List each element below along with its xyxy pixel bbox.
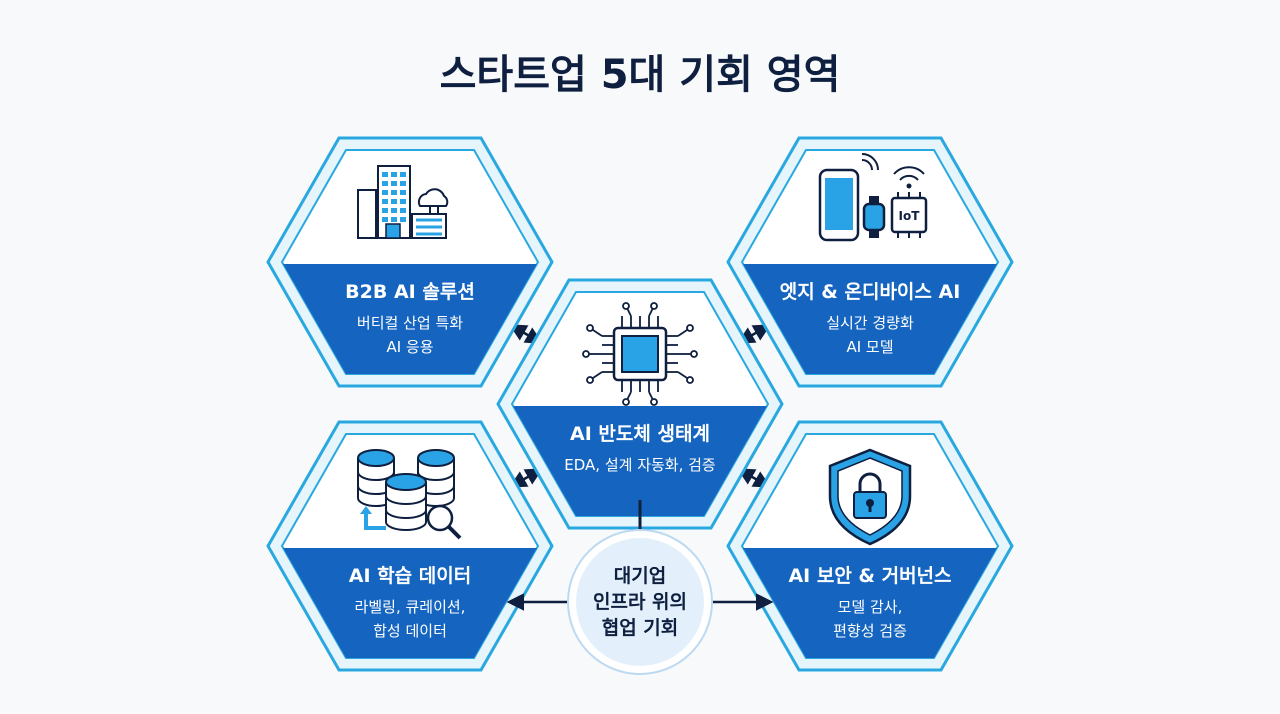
hex-semi: AI 반도체 생태계 EDA, 설계 자동화, 검증 — [496, 278, 784, 530]
hex-title: AI 학습 데이터 — [349, 565, 471, 587]
office-building-icon — [357, 165, 449, 239]
hex-title: AI 반도체 생태계 — [570, 423, 710, 445]
hex-subtitle-line: 모델 감사, — [838, 598, 903, 616]
shield-lock-icon — [828, 448, 912, 546]
iot-label: IoT — [899, 209, 921, 223]
center-circle: 대기업 인프라 위의 협업 기회 — [567, 529, 713, 675]
edge-devices-icon: IoT — [818, 153, 928, 242]
hex-subtitle-line: EDA, 설계 자동화, 검증 — [564, 456, 715, 474]
page-title: 스타트업 5대 기회 영역 — [440, 52, 841, 98]
database-icon — [357, 449, 462, 540]
hex-title: B2B AI 솔루션 — [345, 281, 475, 303]
chip-icon — [582, 302, 698, 406]
hex-title: 엣지 & 온디바이스 AI — [780, 281, 961, 303]
center-line-2: 인프라 위의 — [593, 591, 687, 613]
hex-subtitle-line: AI 모델 — [846, 338, 893, 356]
hex-subtitle-line: 합성 데이터 — [373, 622, 447, 640]
hex-subtitle-line: 라벨링, 큐레이션, — [355, 598, 466, 616]
center-line-3: 협업 기회 — [602, 617, 679, 639]
hex-subtitle-line: 편향성 검증 — [833, 622, 907, 640]
hex-subtitle-line: 실시간 경량화 — [826, 314, 914, 332]
hex-subtitle-line: AI 응용 — [386, 338, 433, 356]
hex-subtitle-line: 버티컬 산업 특화 — [357, 314, 463, 332]
hex-title: AI 보안 & 거버넌스 — [788, 565, 951, 587]
center-line-1: 대기업 — [614, 565, 666, 587]
hex-edge: IoT 엣지 & 온디바이스 AI 실시간 경량화 AI 모델 — [726, 136, 1014, 388]
